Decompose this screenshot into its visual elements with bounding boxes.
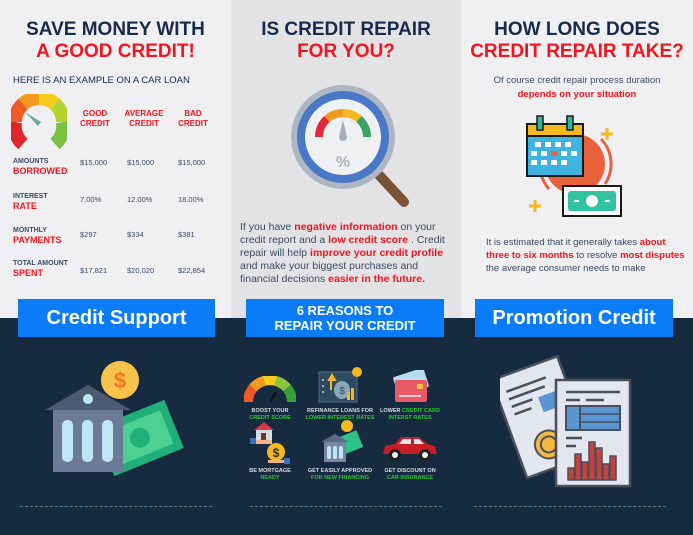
dotted-divider <box>250 506 442 507</box>
gauge-icon <box>244 376 296 403</box>
duration-subtitle: Of course credit repair process duration… <box>493 75 661 100</box>
dotted-divider <box>474 506 666 507</box>
credit-repair-paragraph: If you have negative information on your… <box>240 221 445 285</box>
bank-money-icon <box>321 420 363 462</box>
magnifier-gauge-icon: % <box>291 85 409 207</box>
credit-gauge-icon <box>11 94 67 150</box>
panel-title: IS CREDIT REPAIR FOR YOU? <box>231 19 461 63</box>
top-section: SAVE MONEY WITH A GOOD CREDIT! HERE IS A… <box>0 0 693 318</box>
table-cell: 18.00% <box>178 195 204 204</box>
table-cell: $15,000 <box>178 158 206 167</box>
duration-paragraph: It is estimated that it generally takes … <box>486 237 685 274</box>
table-cell: 7.00% <box>80 195 102 204</box>
promotion-credit-button[interactable]: Promotion Credit <box>475 299 673 337</box>
money-bag-chart-icon: $ <box>318 367 362 403</box>
table-cell: $17,821 <box>80 266 108 275</box>
svg-text:%: % <box>336 154 350 171</box>
how-long-panel: HOW LONG DOES CREDIT REPAIR TAKE? Of cou… <box>461 0 693 318</box>
table-cell: $15,000 <box>80 158 108 167</box>
title-line2: CREDIT REPAIR TAKE? <box>470 41 684 62</box>
documents-report-icon <box>500 354 632 488</box>
credit-repair-panel: IS CREDIT REPAIR FOR YOU? % If you have … <box>231 0 461 318</box>
table-cell: $297 <box>80 230 97 239</box>
table-cell: $381 <box>178 230 195 239</box>
example-subtitle: HERE IS AN EXAMPLE ON A CAR LOAN <box>13 75 190 86</box>
panel-title: HOW LONG DOES CREDIT REPAIR TAKE? <box>461 19 693 63</box>
title-line1: SAVE MONEY WITH <box>26 19 205 40</box>
svg-text:$: $ <box>273 446 280 460</box>
svg-text:$: $ <box>114 368 126 393</box>
table-cell: 12.00% <box>127 195 153 204</box>
car-icon <box>383 437 437 461</box>
six-reasons-button[interactable]: 6 REASONS TO REPAIR YOUR CREDIT <box>246 299 444 337</box>
credit-support-button[interactable]: Credit Support <box>18 299 215 337</box>
title-line1: IS CREDIT REPAIR <box>261 19 431 40</box>
credit-card-icon <box>393 370 429 402</box>
bank-money-icon: $ <box>45 361 184 477</box>
panel-title: SAVE MONEY WITH A GOOD CREDIT! <box>0 19 231 63</box>
table-cell: $334 <box>127 230 144 239</box>
house-hand-icon: $ <box>250 422 290 464</box>
save-money-panel: SAVE MONEY WITH A GOOD CREDIT! HERE IS A… <box>0 0 231 318</box>
table-cell: $20,020 <box>127 266 155 275</box>
title-line2: FOR YOU? <box>297 41 395 62</box>
table-cell: $15,000 <box>127 158 155 167</box>
title-line1: HOW LONG DOES <box>494 19 660 40</box>
title-line2: A GOOD CREDIT! <box>36 41 195 62</box>
svg-text:$: $ <box>339 386 345 397</box>
dotted-divider <box>20 506 212 507</box>
calendar-money-icon <box>526 115 622 217</box>
table-cell: $22,854 <box>178 266 206 275</box>
